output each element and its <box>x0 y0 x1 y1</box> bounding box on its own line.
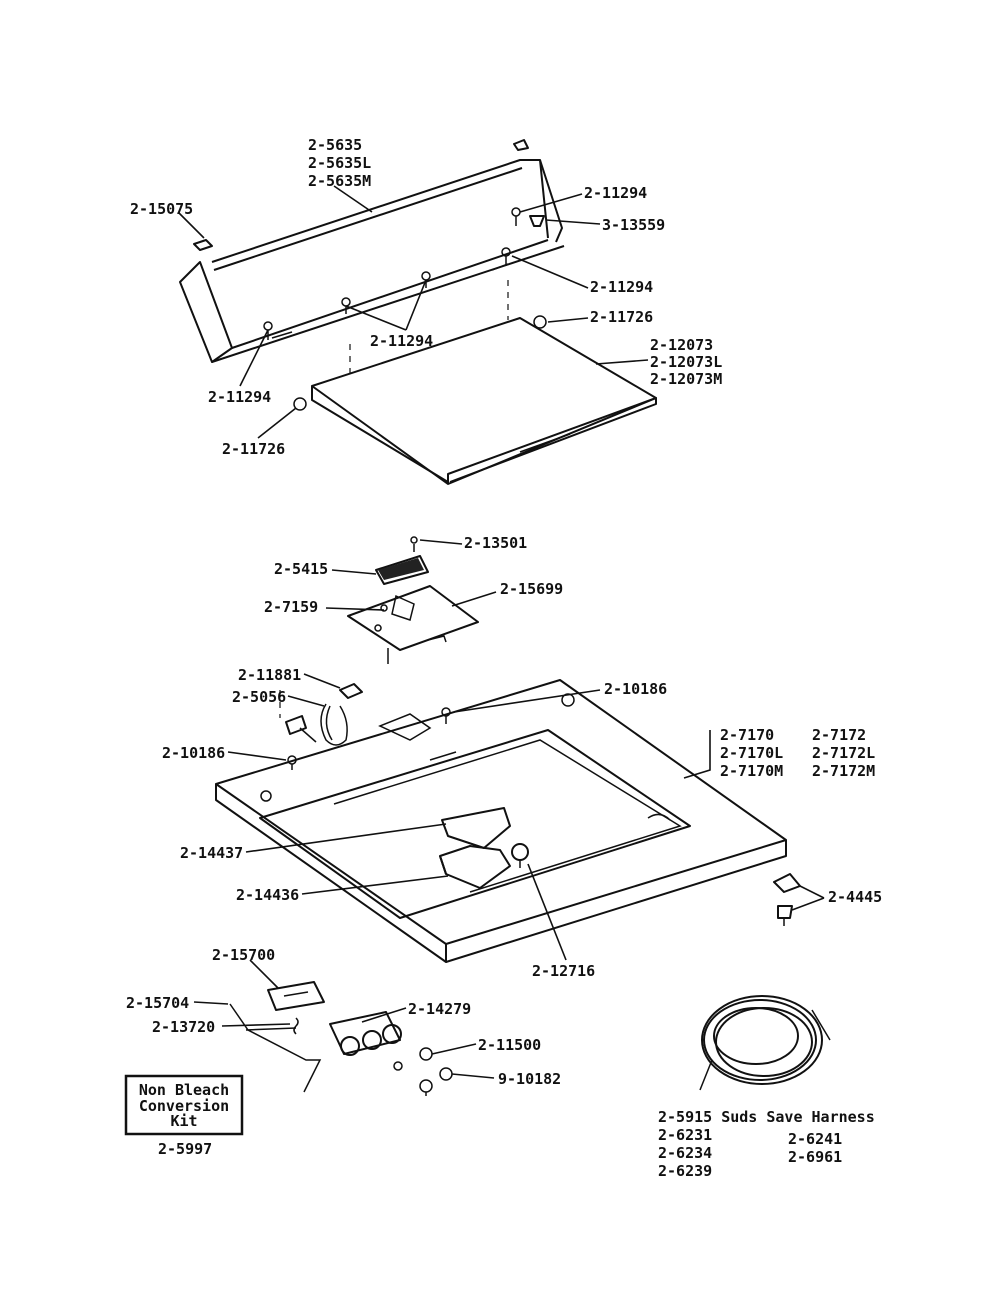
plug-button-label: 3-13559 <box>602 216 665 234</box>
kit-line-1: Non Bleach <box>139 1081 229 1099</box>
hinge-pin-label: 2-12716 <box>532 962 595 980</box>
bumper-left <box>293 397 307 411</box>
bracket-bleach-label: 2-15700 <box>212 946 275 964</box>
dispenser-valve <box>329 1011 403 1071</box>
kit-line-2: Conversion <box>139 1097 229 1115</box>
screw-top-right-label: 2-10186 <box>604 680 667 698</box>
console-part-3: 2-5635M <box>308 172 371 190</box>
harness-col2-2: 2-6961 <box>788 1148 842 1166</box>
top-panel <box>215 679 787 963</box>
clip-left-label: 2-15075 <box>130 200 193 218</box>
spring-label: 2-13720 <box>152 1018 215 1036</box>
screw-valve-label: 9-10182 <box>498 1070 561 1088</box>
screw-right-label: 2-11294 <box>590 278 653 296</box>
console-clip-right <box>513 139 529 151</box>
kit-number: 2-5997 <box>158 1140 212 1158</box>
top-col1-2: 2-7170L <box>720 744 783 762</box>
dispenser-bracket <box>267 981 325 1011</box>
screw-center-label: 2-11294 <box>370 332 433 350</box>
bracket-label: 2-15699 <box>500 580 563 598</box>
switch-bracket <box>347 585 479 651</box>
lid-part-1: 2-12073 <box>650 336 713 354</box>
bracket-screw-label: 2-7159 <box>264 598 318 616</box>
lid <box>311 317 657 485</box>
kit-box <box>124 1074 244 1136</box>
bumper-right <box>533 315 547 329</box>
console-part-1: 2-5635 <box>308 136 362 154</box>
dispenser-valve-label: 2-14279 <box>408 1000 471 1018</box>
switch-assembly <box>375 536 429 585</box>
bleach-cup <box>439 807 529 889</box>
harness-col1-3: 2-6239 <box>658 1162 712 1180</box>
suds-save-harness <box>699 995 831 1091</box>
screw-top-left-label: 2-10186 <box>162 744 225 762</box>
bumper-right-label: 2-11726 <box>590 308 653 326</box>
valve-screw <box>439 1067 453 1081</box>
screw-upper-right-label: 2-11294 <box>584 184 647 202</box>
harness-col2-1: 2-6241 <box>788 1130 842 1148</box>
lid-part-2: 2-12073L <box>650 353 722 371</box>
top-col2-2: 2-7172L <box>812 744 875 762</box>
top-col2-1: 2-7172 <box>812 726 866 744</box>
lid-part-3: 2-12073M <box>650 370 722 388</box>
screw-switch-label: 2-13501 <box>464 534 527 552</box>
switch-small-label: 2-11881 <box>238 666 301 684</box>
bleach-cup-label: 2-14436 <box>236 886 299 904</box>
bleach-funnel-label: 2-14437 <box>180 844 243 862</box>
bumper-left-label: 2-11726 <box>222 440 285 458</box>
nut-label: 2-11500 <box>478 1036 541 1054</box>
screws-console <box>263 207 545 340</box>
kit-line-3: Kit <box>170 1112 197 1130</box>
rod-label: 2-15704 <box>126 994 189 1012</box>
leader-lines <box>177 185 825 1079</box>
rod-and-spring <box>229 1003 322 1093</box>
harness-title: 2-5915 Suds Save Harness <box>658 1108 875 1126</box>
cord-label: 2-5056 <box>232 688 286 706</box>
cord-and-switch <box>285 683 363 746</box>
harness-col1-2: 2-6234 <box>658 1144 712 1162</box>
harness-col1-1: 2-6231 <box>658 1126 712 1144</box>
console-clip-left <box>193 239 213 251</box>
screw-lower-left-label: 2-11294 <box>208 388 271 406</box>
top-col1-1: 2-7170 <box>720 726 774 744</box>
top-col1-3: 2-7170M <box>720 762 783 780</box>
clip-nut-label: 2-4445 <box>828 888 882 906</box>
clip-nut <box>773 873 801 926</box>
switch-label: 2-5415 <box>274 560 328 578</box>
valve-nut <box>419 1047 433 1061</box>
top-col2-3: 2-7172M <box>812 762 875 780</box>
console-part-2: 2-5635L <box>308 154 371 172</box>
